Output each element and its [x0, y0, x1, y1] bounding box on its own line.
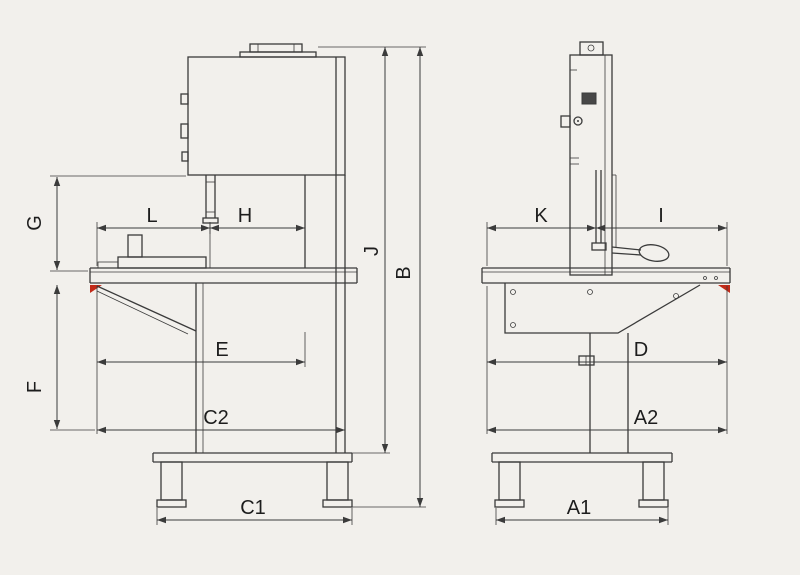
dim-I: I — [596, 205, 727, 232]
side-rear-foot — [638, 499, 669, 508]
front-view: G F L H E — [24, 43, 426, 525]
dim-C2: C2 — [97, 407, 345, 434]
dim-G: G — [24, 175, 186, 272]
front-base — [152, 452, 353, 508]
side-machine-outline — [481, 41, 731, 508]
dim-B: B — [352, 47, 426, 508]
dim-label-b: B — [393, 266, 415, 279]
dim-label-h: H — [238, 205, 252, 227]
side-dimensions: K I D A2 A1 — [486, 205, 728, 525]
dim-H: H — [210, 205, 305, 232]
dim-A1: A1 — [495, 497, 669, 525]
side-table — [481, 267, 731, 293]
dim-label-a1: A1 — [567, 497, 591, 519]
dim-label-l: L — [146, 205, 157, 227]
side-rear-leg — [642, 461, 665, 501]
dim-label-j: J — [361, 246, 383, 256]
front-left-leg — [160, 461, 183, 501]
front-dimensions: G F L H E — [24, 46, 426, 525]
side-spec-plate — [581, 92, 597, 105]
dim-label-e: E — [215, 339, 228, 361]
front-table-brace — [96, 285, 197, 332]
front-left-foot — [156, 499, 187, 508]
side-front-foot — [494, 499, 525, 508]
dim-E: E — [96, 286, 306, 434]
side-base — [491, 452, 673, 508]
front-feed-pusher — [97, 234, 207, 269]
dim-A2: A2 — [487, 407, 727, 434]
front-right-foot — [322, 499, 353, 508]
side-column — [569, 54, 613, 276]
dim-F: F — [24, 285, 95, 431]
dim-D: D — [486, 286, 728, 434]
side-table-support — [504, 283, 701, 334]
side-knob — [560, 115, 571, 128]
dim-label-g: G — [24, 215, 46, 231]
dim-label-a2: A2 — [634, 407, 658, 429]
front-head-housing — [187, 56, 346, 176]
dim-K: K — [486, 205, 728, 266]
front-cabinet — [96, 283, 204, 453]
side-table-red-marker — [718, 285, 730, 293]
dim-label-f: F — [24, 381, 46, 393]
dim-label-c1: C1 — [240, 497, 266, 519]
side-latch — [578, 355, 595, 366]
front-right-leg — [326, 461, 349, 501]
side-pedestal — [578, 333, 629, 453]
front-machine-outline — [89, 43, 358, 508]
dim-label-k: K — [534, 205, 548, 227]
dim-label-i: I — [658, 205, 664, 227]
front-blade-guide — [202, 175, 219, 268]
dim-label-c2: C2 — [203, 407, 229, 429]
side-dial — [573, 116, 583, 126]
front-table-red-marker — [90, 285, 102, 293]
side-view: K I D A2 A1 — [481, 41, 731, 525]
dim-label-d: D — [634, 339, 648, 361]
dim-L: L — [96, 205, 211, 266]
front-table — [89, 267, 358, 293]
dim-J: J — [318, 46, 426, 454]
side-top-cap — [579, 41, 604, 56]
side-hand-lever — [611, 244, 670, 262]
dim-C1: C1 — [156, 497, 353, 525]
side-front-leg — [498, 461, 521, 501]
